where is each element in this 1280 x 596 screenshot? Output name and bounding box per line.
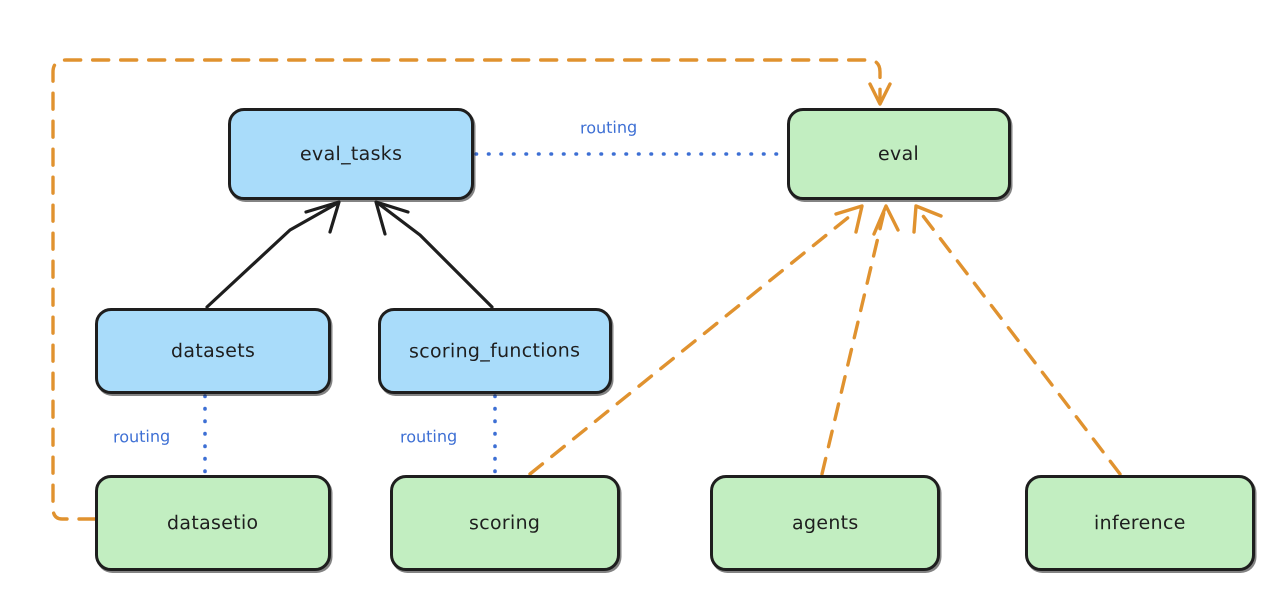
edge-scoring-functions-to-eval-tasks: [374, 200, 494, 309]
node-label-eval: eval: [878, 142, 920, 165]
node-eval[interactable]: eval: [787, 108, 1011, 200]
node-datasets[interactable]: datasets: [95, 308, 331, 394]
node-agents[interactable]: agents: [710, 475, 940, 571]
node-scoring-functions[interactable]: scoring_functions: [378, 308, 612, 394]
edge-label-routing-scoring-functions-scoring: routing: [399, 426, 458, 447]
edge-label-routing-datasets-datasetio: routing: [112, 426, 171, 447]
edge-agents-to-eval: [820, 204, 900, 476]
edge-inference-to-eval: [912, 204, 1122, 476]
node-eval-tasks[interactable]: eval_tasks: [228, 108, 474, 200]
node-label-datasetio: datasetio: [167, 511, 259, 534]
node-label-eval-tasks: eval_tasks: [299, 142, 403, 165]
node-scoring[interactable]: scoring: [390, 475, 620, 571]
node-label-inference: inference: [1094, 511, 1186, 534]
edge-label-routing-eval-tasks-eval: routing: [579, 117, 638, 138]
node-datasetio[interactable]: datasetio: [95, 475, 331, 571]
node-label-datasets: datasets: [170, 339, 256, 362]
node-label-scoring-functions: scoring_functions: [409, 339, 581, 363]
node-label-agents: agents: [791, 511, 859, 534]
node-label-scoring: scoring: [469, 511, 541, 534]
node-inference[interactable]: inference: [1025, 475, 1255, 571]
edge-datasets-to-eval-tasks: [205, 200, 341, 309]
